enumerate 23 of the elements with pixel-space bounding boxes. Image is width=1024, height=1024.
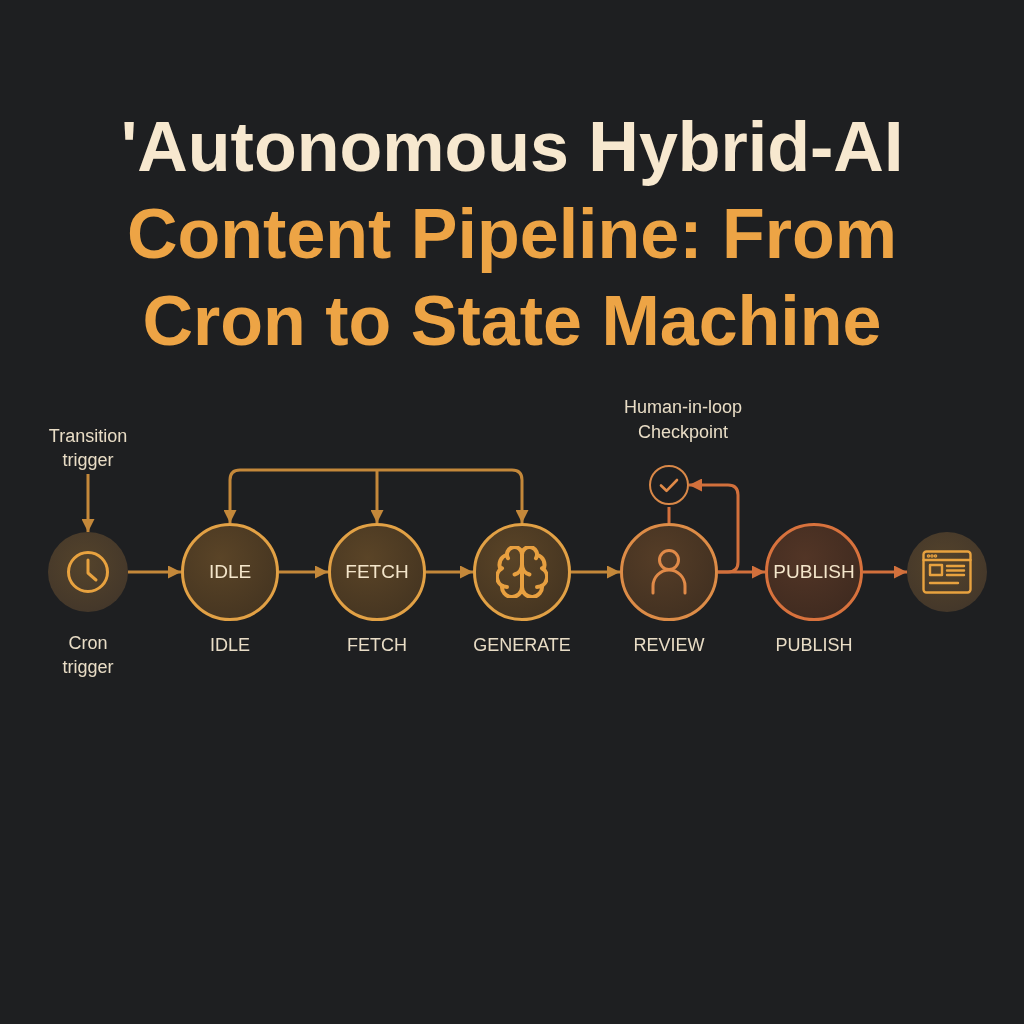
arrow bbox=[81, 474, 95, 532]
arrow bbox=[571, 565, 620, 579]
arrow bbox=[279, 565, 328, 579]
arrow bbox=[689, 478, 740, 574]
arrow bbox=[223, 468, 529, 523]
title: 'Autonomous Hybrid-AI Content Pipeline: From Cron to State Machine bbox=[119, 107, 905, 362]
trigger-label: Transition trigger bbox=[28, 424, 148, 472]
connector-line bbox=[667, 507, 671, 523]
node-caption: FETCH bbox=[347, 634, 407, 657]
arrow bbox=[128, 565, 181, 579]
checkpoint-circle bbox=[649, 465, 689, 505]
arrow bbox=[863, 565, 907, 579]
arrow bbox=[370, 470, 384, 523]
arrow bbox=[426, 565, 473, 579]
node-caption: REVIEW bbox=[633, 634, 705, 657]
node-caption: Human-in-loop Checkpoint bbox=[622, 396, 744, 444]
state-label: PUBLISH bbox=[773, 561, 855, 583]
node-caption: PUBLISH bbox=[775, 634, 853, 657]
node-caption: Cron trigger bbox=[61, 632, 115, 679]
node-caption: IDLE bbox=[210, 634, 250, 657]
state-label: IDLE bbox=[208, 561, 252, 583]
node-caption: GENERATE bbox=[473, 634, 571, 657]
state-label: FETCH bbox=[345, 561, 409, 583]
